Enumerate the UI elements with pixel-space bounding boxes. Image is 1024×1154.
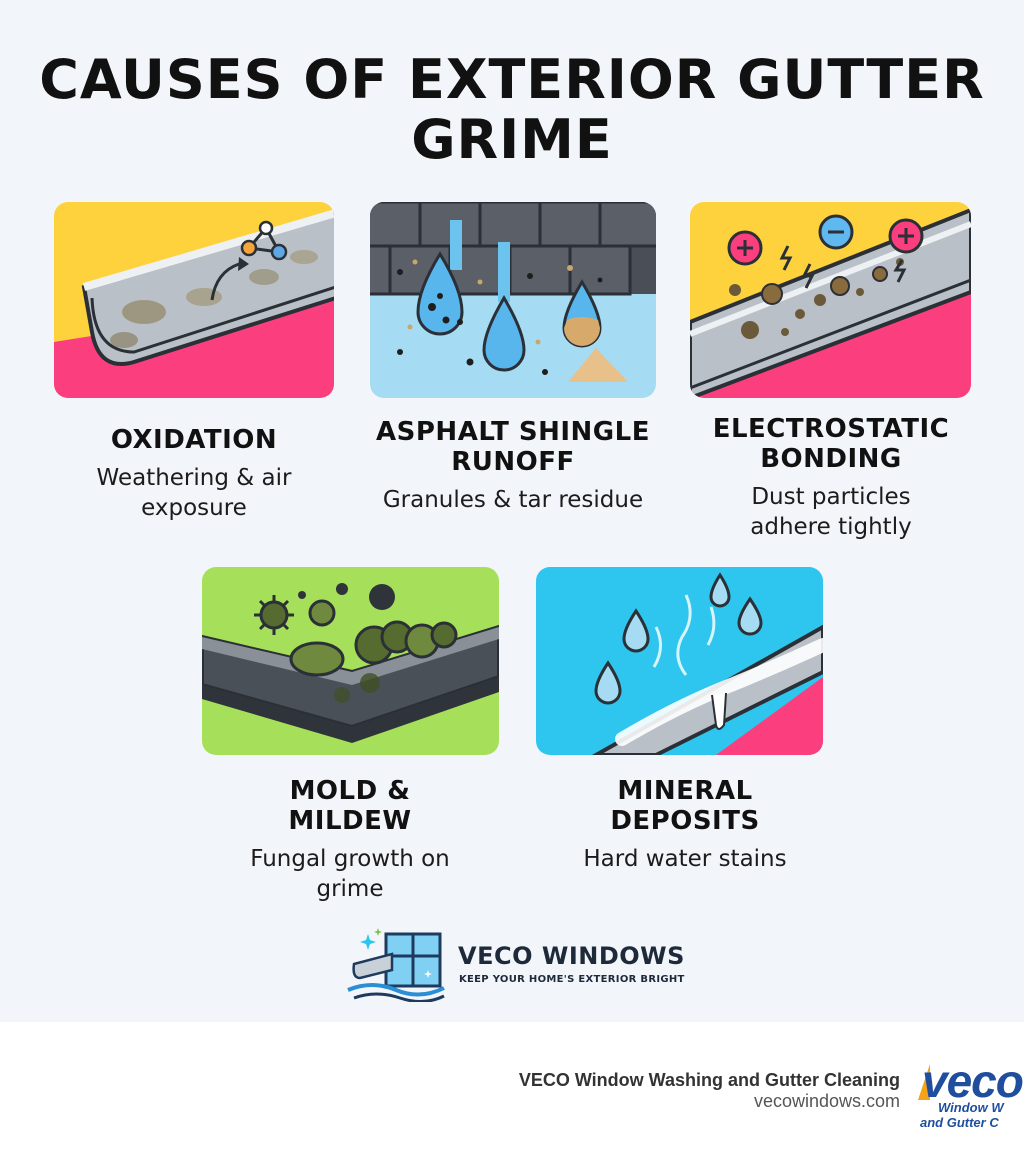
footer-veco-logo[interactable]: veco Window W and Gutter C xyxy=(918,1060,1024,1140)
cause-description: Dust particles adhere tightly xyxy=(750,484,912,540)
mold-spores-icon xyxy=(202,567,499,755)
page-title: CAUSES OF EXTERIOR GUTTER GRIME xyxy=(39,48,985,171)
cause-heading: OXIDATION xyxy=(110,425,278,455)
mold-illustration xyxy=(202,567,499,755)
cause-description: Fungal growth on grime xyxy=(250,846,450,902)
mineral-stain-icon xyxy=(536,567,823,755)
cause-description: Hard water stains xyxy=(583,846,787,872)
cause-heading: MOLD & MILDEW xyxy=(288,776,412,836)
brand-tagline: KEEP YOUR HOME'S EXTERIOR BRIGHT xyxy=(459,974,685,985)
footer-logo-wordmark: veco xyxy=(922,1060,1024,1107)
brand-block: VECO WINDOWS KEEP YOUR HOME'S EXTERIOR B… xyxy=(346,926,686,1002)
footer-company-name: VECO Window Washing and Gutter Cleaning xyxy=(518,1070,900,1090)
cause-description: Granules & tar residue xyxy=(382,487,644,513)
cause-description: Weathering & air exposure xyxy=(96,465,292,521)
cause-electrostatic: ELECTROSTATIC BONDING Dust particles adh… xyxy=(686,414,976,542)
electrostatic-illustration xyxy=(690,202,971,398)
cause-heading: ELECTROSTATIC BONDING xyxy=(712,414,950,474)
infographic-poster: CAUSES OF EXTERIOR GUTTER GRIME xyxy=(0,0,1024,1022)
shingle-runoff-icon xyxy=(370,202,656,398)
footer-website-link[interactable]: vecowindows.com xyxy=(753,1091,900,1111)
oxidation-illustration xyxy=(54,202,334,398)
footer-logo-line-2: and Gutter C xyxy=(920,1115,999,1130)
cause-shingle-runoff: ASPHALT SHINGLE RUNOFF Granules & tar re… xyxy=(350,417,676,515)
cause-heading: MINERAL DEPOSITS xyxy=(610,776,760,836)
cause-oxidation: OXIDATION Weathering & air exposure xyxy=(74,425,314,523)
oxidized-gutter-icon xyxy=(54,202,334,398)
window-gutter-logo-icon xyxy=(347,928,445,1002)
footer-logo-line-1: Window W xyxy=(938,1100,1004,1115)
cause-mineral: MINERAL DEPOSITS Hard water stains xyxy=(550,776,820,874)
cause-heading: ASPHALT SHINGLE RUNOFF xyxy=(376,417,650,477)
brand-name: VECO WINDOWS xyxy=(458,942,685,970)
cause-mold: MOLD & MILDEW Fungal growth on grime xyxy=(230,776,470,904)
static-charge-icon xyxy=(690,202,971,398)
logo-accent-icon xyxy=(918,1064,930,1100)
shingle-runoff-illustration xyxy=(370,202,656,398)
mineral-illustration xyxy=(536,567,823,755)
